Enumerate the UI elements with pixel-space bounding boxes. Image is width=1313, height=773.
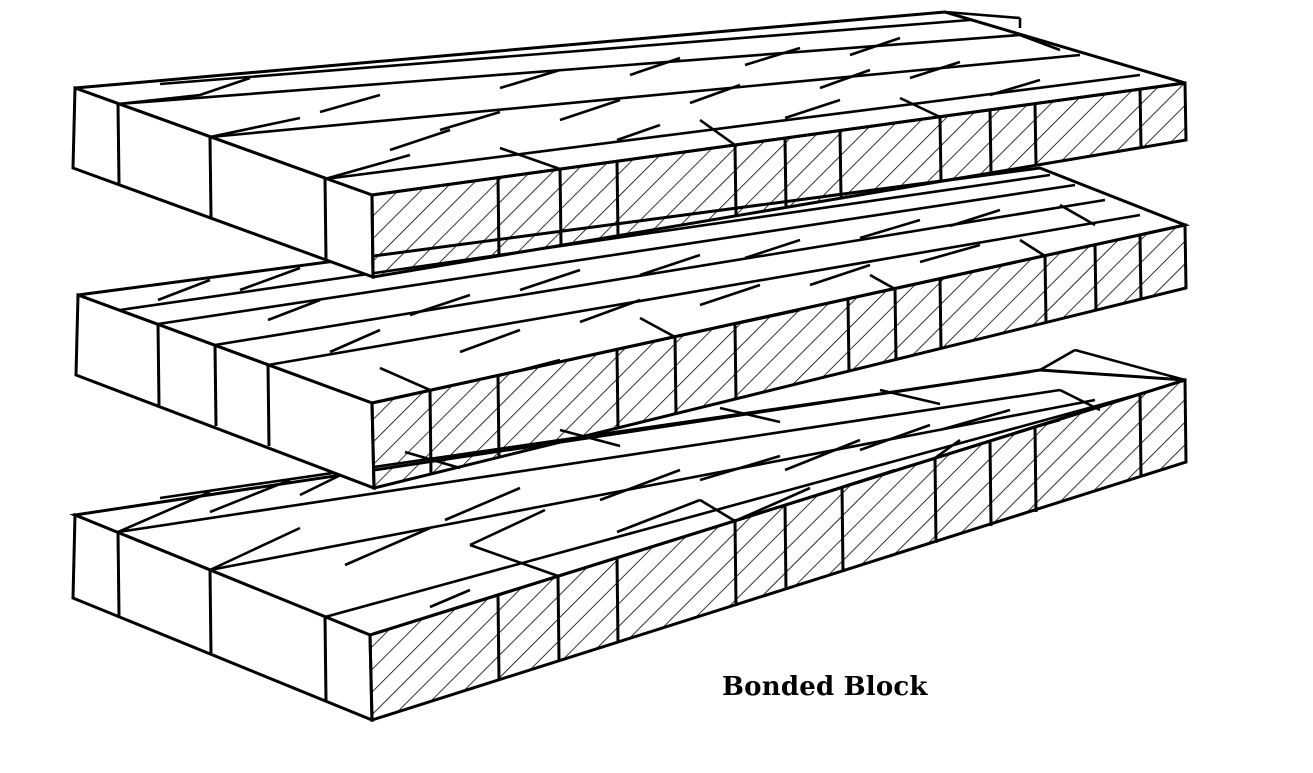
layer-top-front-joints [496,88,1143,257]
layer-middle-left-joints [156,323,271,447]
diagram-caption: Bonded Block [722,672,928,702]
layer-top-left-joints [116,103,328,260]
brick-layer-bottom [69,348,1188,723]
layer-bottom-top-pattern [117,348,1186,619]
layer-bottom-left-joints [116,531,328,702]
layer-middle-front-face [370,223,1188,490]
brick-layer-top [71,10,1188,280]
layer-top-front-face [370,81,1188,279]
layer-bottom-front-joints [496,393,1143,681]
layer-top-top-pattern [117,10,1141,181]
layer-middle-top-pattern [119,173,1141,392]
layer-bottom-front-face [368,377,1188,723]
layer-middle-front-joints [428,234,1143,475]
brick-layer-middle [74,166,1191,491]
